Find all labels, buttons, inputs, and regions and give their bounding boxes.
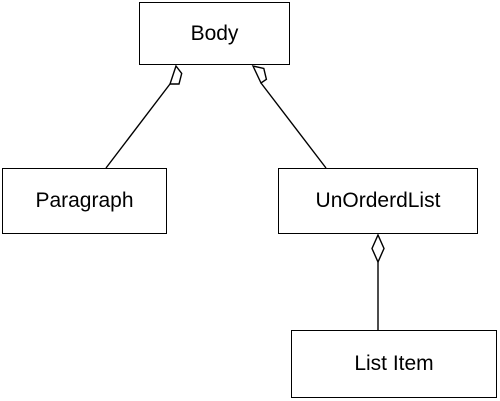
class-box-paragraph[interactable]: Paragraph xyxy=(2,168,167,234)
connector-body-unorderedlist xyxy=(260,82,327,169)
class-box-body-label: Body xyxy=(190,21,239,45)
aggregation-diamond-body-paragraph-icon xyxy=(169,64,183,85)
class-box-unorderedlist[interactable]: UnOrderdList xyxy=(278,168,478,234)
aggregation-diamond-body-unorderedlist-icon xyxy=(251,64,268,85)
class-box-body[interactable]: Body xyxy=(139,2,290,65)
class-box-listitem[interactable]: List Item xyxy=(291,330,497,398)
class-box-listitem-label: List Item xyxy=(354,352,434,375)
connector-body-paragraph xyxy=(105,83,171,169)
class-box-paragraph-label: Paragraph xyxy=(35,189,134,212)
class-box-unorderedlist-label: UnOrderdList xyxy=(315,189,441,212)
aggregation-diamond-unorderedlist-listitem-icon xyxy=(371,233,385,264)
